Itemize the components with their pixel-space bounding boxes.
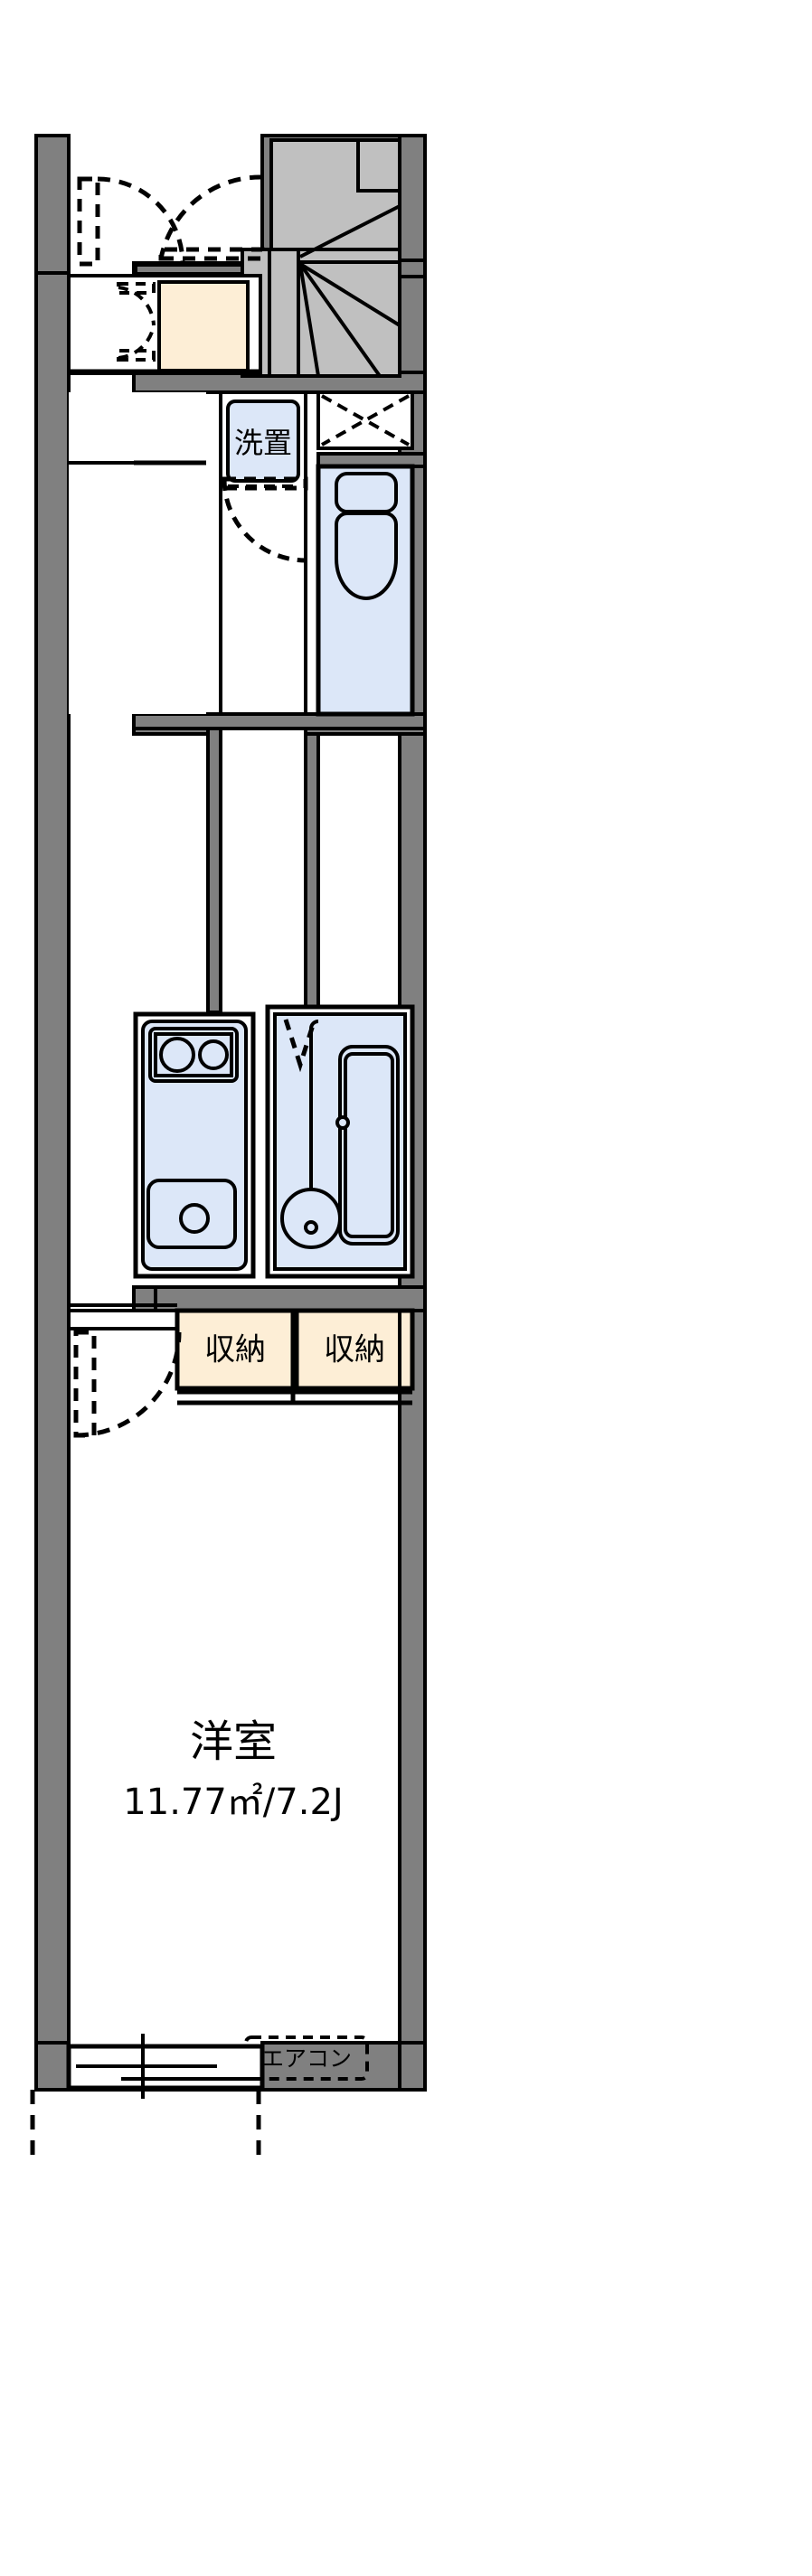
wall-washroom-left <box>206 712 222 1014</box>
washer-label: 洗置 <box>234 426 292 460</box>
folding-leaf-top <box>117 282 156 295</box>
wall-bottom-left-stub <box>34 2041 71 2092</box>
main-room-name: 洋室 <box>190 1716 277 1767</box>
aircon-label: エアコン <box>261 2045 352 2072</box>
shoe-box-door[interactable] <box>117 282 156 362</box>
wall-room-divider-left-jamb <box>132 1285 157 1312</box>
washroom-door-arc <box>222 478 307 563</box>
toilet-vent <box>316 390 414 450</box>
bath-door[interactable] <box>283 1019 317 1073</box>
wall-left-main <box>34 271 71 2090</box>
bathroom <box>265 1004 415 1279</box>
folding-leaf-bottom <box>117 349 156 362</box>
aircon-icon <box>244 2035 369 2081</box>
wall-toilet-left <box>304 712 320 1014</box>
stair-riser-diag-1 <box>299 204 401 259</box>
closet-left-label: 収納 <box>204 1332 266 1368</box>
shoe-box <box>157 280 250 372</box>
balcony-guides <box>30 2090 261 2160</box>
wall-group <box>34 134 71 2090</box>
washer-space: 洗置 <box>219 390 307 716</box>
stairs-icon <box>241 138 401 378</box>
kitchen-unit <box>133 1011 256 1279</box>
washroom-door[interactable] <box>222 476 308 563</box>
folding-arc-bottom <box>118 324 156 360</box>
door-swing-arc-entrance <box>97 176 185 265</box>
toilet-room <box>316 390 415 717</box>
shoe-box-body <box>157 280 250 372</box>
stair-riser-diag-3 <box>298 262 382 378</box>
toilet-cistern <box>335 472 398 513</box>
sink-drain-icon <box>179 1203 210 1234</box>
bath-door-fold-icon <box>283 1019 317 1073</box>
entrance-door[interactable] <box>77 176 185 267</box>
burner-left-icon <box>159 1037 195 1073</box>
corridor-floor <box>69 392 206 714</box>
stair-riser-diag-2 <box>298 262 401 327</box>
washbasin-icon <box>280 1188 342 1249</box>
washroom-door-leaf <box>222 476 308 491</box>
wall-left-upper-stub <box>34 134 71 275</box>
burner-right-icon <box>198 1039 229 1070</box>
washbasin-drain-icon <box>304 1220 318 1235</box>
room-door[interactable] <box>73 1330 182 1438</box>
toilet-bowl-icon <box>335 512 398 600</box>
closet-right-label: 収納 <box>324 1332 385 1368</box>
toilet-vent-x1 <box>321 394 410 447</box>
folding-arc-top <box>118 286 156 326</box>
room-door-leaf <box>73 1330 97 1438</box>
balcony-window[interactable] <box>66 2034 265 2099</box>
door-swing-arc-hall <box>158 174 263 259</box>
stair-riser-diag-4 <box>298 263 320 377</box>
door-leaf-entrance <box>77 176 100 267</box>
toilet-vent-x2 <box>321 394 410 447</box>
wall-room-divider <box>132 1285 427 1312</box>
stair-notch <box>356 138 401 193</box>
storage-closets: 収納 収納 <box>175 1308 415 1406</box>
wall-toilet-vent-base <box>316 452 427 468</box>
aircon-unit: エアコン <box>244 2035 369 2081</box>
bathtub-drain-icon <box>335 1115 350 1130</box>
main-room-area: 11.77㎡/7.2J <box>123 1782 343 1823</box>
bathtub-inner <box>344 1052 394 1238</box>
room-door-arc <box>75 1331 182 1438</box>
door-leaf-hall <box>158 247 265 261</box>
washer-icon <box>226 400 300 483</box>
hall-door[interactable] <box>158 174 265 261</box>
corridor <box>69 392 206 714</box>
